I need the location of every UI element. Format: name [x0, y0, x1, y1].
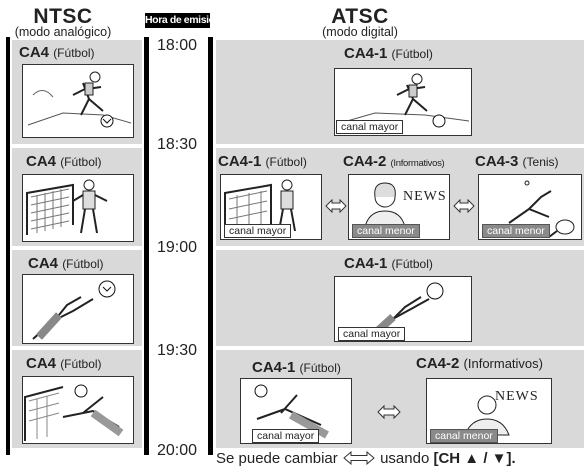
- program-label: (Fútbol): [391, 257, 433, 271]
- program-label: (Tenis): [522, 155, 559, 169]
- time-label: 19:00: [157, 239, 198, 256]
- program-label: (Fútbol): [62, 257, 104, 271]
- channel-label: CA4-2: [416, 355, 460, 372]
- ntsc-left-bar: [6, 37, 10, 455]
- program-label: (Fútbol): [60, 155, 102, 169]
- news-anchor-icon: [364, 182, 406, 228]
- minor-channel-tag: canal menor: [430, 429, 498, 443]
- program-label: (Fútbol): [265, 155, 307, 169]
- ntsc-right-bar: [144, 37, 149, 455]
- channel-label: CA4: [19, 44, 50, 61]
- channel-label: CA4: [28, 255, 59, 272]
- atsc-left-bar: [208, 37, 213, 455]
- channel-label: CA4-1: [344, 255, 388, 272]
- program-label: (Informativos): [463, 356, 543, 371]
- ntsc-cell: CA4 (Fútbol): [12, 250, 142, 346]
- program-label: (Informativos): [390, 158, 445, 169]
- swap-arrow-icon: [376, 404, 402, 420]
- major-channel-tag: canal mayor: [252, 429, 320, 443]
- soccer-player-kicking-picture: [22, 64, 134, 138]
- soccer-goal-picture: [22, 174, 134, 242]
- ntsc-title: NTSC: [33, 5, 93, 28]
- atsc-subtitle: (modo digital): [322, 25, 398, 39]
- tennis-player-icon: [508, 180, 575, 238]
- swap-arrow-icon: [452, 198, 476, 214]
- goal-net-icon: [26, 179, 108, 235]
- atsc-cell: CA4-1 (Fútbol) CA4-2 (Informativos) cana…: [216, 350, 584, 448]
- time-label: 20:00: [157, 442, 198, 459]
- atsc-cell: CA4-1 (Fútbol) canal mayor: [216, 250, 584, 346]
- channel-label: CA4: [26, 153, 57, 170]
- major-channel-tag: canal mayor: [336, 120, 404, 134]
- ntsc-subtitle: (modo analógico): [14, 25, 112, 39]
- ntsc-cell: CA4 (Fútbol): [12, 148, 142, 246]
- channel-label: CA4: [26, 355, 57, 372]
- channel-label: CA4-1: [218, 153, 262, 170]
- minor-channel-tag: canal menor: [482, 224, 550, 238]
- time-label: 18:00: [157, 37, 198, 54]
- goalkeeper-icon: [32, 280, 116, 340]
- program-label: (Fútbol): [53, 46, 95, 60]
- program-label: (Fútbol): [391, 47, 433, 61]
- channel-label: CA4-1: [344, 45, 388, 62]
- footer-prefix: Se puede cambiar: [216, 450, 338, 467]
- broadcast-time-label: Hora de emisión: [145, 13, 221, 28]
- program-label: (Fútbol): [60, 357, 102, 371]
- diving-goalkeeper-icon: [24, 384, 124, 441]
- atsc-title: ATSC: [331, 5, 389, 28]
- major-channel-tag: canal mayor: [338, 327, 406, 341]
- soccer-player-icon: [27, 71, 132, 128]
- channel-label: CA4-2: [343, 153, 387, 170]
- footer-middle: usando: [380, 450, 430, 467]
- goal-net-icon: [224, 179, 296, 233]
- channel-key-label: [CH ▲ / ▼].: [433, 450, 516, 467]
- swap-arrow-icon: [343, 450, 375, 466]
- goalkeeper-picture: [22, 274, 134, 344]
- atsc-cell: CA4-1 (Fútbol) canal mayor: [216, 40, 584, 144]
- atsc-cell: CA4-1 (Fútbol) CA4-2 (Informativos) CA4-…: [216, 148, 584, 246]
- minor-channel-tag: canal menor: [352, 224, 420, 238]
- news-text: NEWS: [495, 389, 539, 404]
- diving-goalkeeper-icon: [254, 384, 329, 439]
- program-label: (Fútbol): [299, 361, 341, 375]
- time-label: 18:30: [157, 136, 198, 153]
- channel-label: CA4-1: [252, 359, 296, 376]
- soccer-player-icon: [339, 73, 470, 128]
- major-channel-tag: canal mayor: [224, 224, 292, 238]
- ntsc-cell: CA4 (Fútbol): [12, 350, 142, 448]
- news-text: NEWS: [403, 189, 447, 204]
- footer-note: Se puede cambiar usando [CH ▲ / ▼].: [216, 450, 516, 468]
- swap-arrow-icon: [324, 198, 348, 214]
- time-label: 19:30: [157, 342, 198, 359]
- ntsc-cell: CA4 (Fútbol): [12, 40, 142, 144]
- channel-label: CA4-3: [475, 153, 519, 170]
- diving-goalkeeper-picture: [22, 376, 134, 444]
